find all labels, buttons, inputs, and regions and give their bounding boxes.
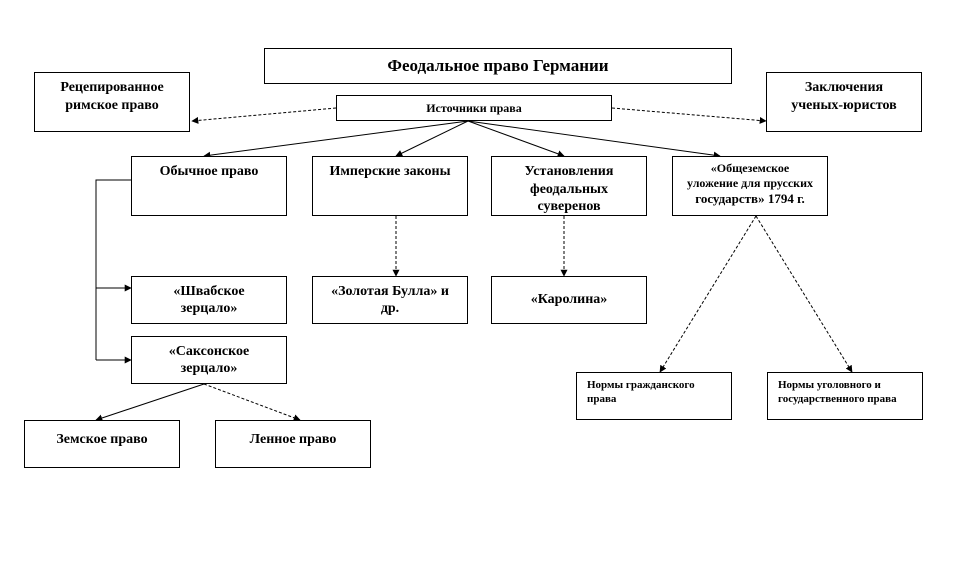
roman-law-line-1: Рецепированное (60, 80, 164, 95)
lennoe-law-text: Ленное право (249, 432, 337, 447)
golden-bull-box: «Золотая Булла» и др. (312, 276, 468, 324)
jurists-line-2: ученых-юристов (791, 97, 897, 113)
criminal-norms-box: Нормы уголовного и государственного прав… (767, 372, 923, 420)
sources-of-law-text: Источники права (426, 100, 522, 115)
customary-law-text: Обычное право (159, 164, 259, 179)
arrow-sources-to-customary (203, 120, 469, 159)
diagram-title: Феодальное право Германии (264, 48, 732, 84)
prussian-code-line-3: государств» 1794 г. (695, 191, 805, 206)
arrow-sources-to-jurists (611, 107, 767, 124)
criminal-norms-line-1: Нормы уголовного и (778, 379, 881, 391)
feudal-sovereigns-line-2: феодальных (530, 181, 608, 197)
customary-law-box: Обычное право (131, 156, 287, 216)
jurists-line-1: Заключения (804, 80, 884, 95)
roman-law-line-2: римское право (65, 97, 159, 113)
prussian-code-line-2: уложение для прусских (687, 176, 813, 190)
feudal-sovereigns-line-3: суверенов (537, 199, 601, 214)
arrow-sources-to-feudal (467, 120, 565, 158)
arrow-saxon-to-lennoe (203, 383, 301, 422)
civil-norms-line-2: права (587, 392, 617, 405)
swabian-mirror-line-2: зерцало» (180, 301, 238, 316)
imperial-laws-text: Имперские законы (329, 164, 451, 179)
zemskoe-law-box: Земское право (24, 420, 180, 468)
diagram-title-text: Феодальное право Германии (387, 56, 609, 76)
carolina-box: «Каролина» (491, 276, 647, 324)
arrow-sources-to-prussian (467, 120, 721, 159)
arrow-prussian-to-criminal (755, 215, 853, 373)
roman-law-box: Рецепированное римское право (34, 72, 190, 132)
arrow-sources-to-imperial (395, 120, 469, 157)
saxon-mirror-line-2: зерцало» (180, 361, 238, 376)
swabian-mirror-line-1: «Швабское (173, 283, 245, 299)
imperial-laws-box: Имперские законы (312, 156, 468, 216)
criminal-norms-line-2: государственного права (778, 392, 897, 405)
lennoe-law-box: Ленное право (215, 420, 371, 468)
golden-bull-line-1: «Золотая Булла» и (331, 283, 449, 299)
saxon-mirror-line-1: «Саксонское (168, 343, 250, 359)
civil-norms-box: Нормы гражданского права (576, 372, 732, 420)
feudal-sovereigns-box: Установления феодальных суверенов (491, 156, 647, 216)
sources-of-law-box: Источники права (336, 95, 612, 121)
prussian-code-line-1: «Общеземское (710, 161, 790, 175)
civil-norms-line-1: Нормы гражданского (587, 379, 695, 391)
swabian-mirror-box: «Швабское зерцало» (131, 276, 287, 324)
arrow-sources-to-roman-law (191, 107, 337, 124)
prussian-code-box: «Общеземское уложение для прусских госуд… (672, 156, 828, 216)
feudal-sovereigns-line-1: Установления (524, 164, 614, 179)
arrow-saxon-to-zemskoe (95, 383, 205, 422)
bracket-customary (95, 179, 131, 360)
carolina-text: «Каролина» (530, 292, 608, 308)
arrow-prussian-to-civil (659, 215, 757, 373)
zemskoe-law-text: Земское право (56, 432, 148, 447)
jurists-box: Заключения ученых-юристов (766, 72, 922, 132)
golden-bull-line-2: др. (380, 301, 400, 316)
saxon-mirror-box: «Саксонское зерцало» (131, 336, 287, 384)
